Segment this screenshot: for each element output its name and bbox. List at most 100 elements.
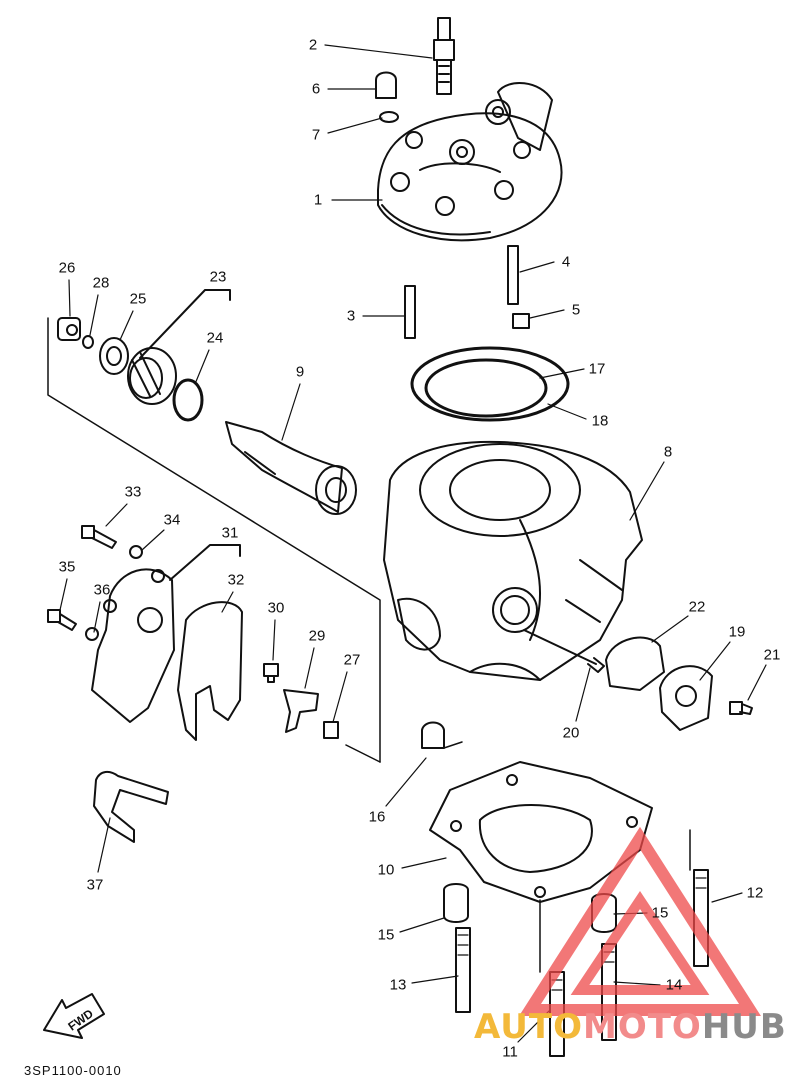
fwd-arrow bbox=[43, 993, 105, 1039]
water-pump-seal bbox=[127, 347, 177, 405]
callout-4: 4 bbox=[561, 253, 571, 271]
leader-line-37 bbox=[97, 817, 111, 873]
stud-4 bbox=[507, 245, 519, 305]
leader-line-5 bbox=[529, 309, 565, 319]
leader-line-15 bbox=[399, 917, 445, 933]
callout-31: 31 bbox=[221, 524, 239, 542]
leader-line-30 bbox=[272, 619, 276, 661]
leader-line-14 bbox=[613, 981, 661, 986]
leader-line-29 bbox=[304, 647, 315, 689]
dowel-15-left bbox=[443, 883, 469, 923]
callout-33: 33 bbox=[124, 483, 142, 501]
callout-22: 22 bbox=[688, 598, 706, 616]
callout-17: 17 bbox=[588, 360, 606, 378]
leader-line-22 bbox=[651, 615, 689, 643]
callout-25: 25 bbox=[129, 290, 147, 308]
callout-29: 29 bbox=[308, 627, 326, 645]
callout-35: 35 bbox=[58, 558, 76, 576]
leader-line-9 bbox=[281, 383, 301, 441]
impeller-shaft bbox=[225, 421, 357, 515]
callout-30: 30 bbox=[267, 599, 285, 617]
leader-line-4 bbox=[519, 261, 555, 273]
callout-36: 36 bbox=[93, 581, 111, 599]
water-pump-cover bbox=[91, 568, 175, 723]
leader-line-26 bbox=[68, 279, 71, 317]
cylinder-block bbox=[383, 440, 643, 681]
leader-line-16 bbox=[385, 757, 427, 807]
callout-19: 19 bbox=[728, 623, 746, 641]
cylinder-head bbox=[377, 81, 563, 242]
callout-20: 20 bbox=[562, 724, 580, 742]
callout-34: 34 bbox=[163, 511, 181, 529]
leader-line-20 bbox=[575, 667, 591, 722]
o-ring-17 bbox=[410, 346, 570, 422]
leader-line-27 bbox=[332, 671, 348, 723]
nut-5 bbox=[512, 313, 530, 329]
callout-27: 27 bbox=[343, 651, 361, 669]
base-gasket bbox=[429, 761, 653, 903]
callout-26: 26 bbox=[58, 259, 76, 277]
bolt-30 bbox=[263, 663, 279, 683]
leader-line-18 bbox=[547, 403, 587, 420]
leader-line-36 bbox=[93, 601, 101, 633]
leader-line-33 bbox=[105, 503, 128, 527]
leader-line-13 bbox=[411, 975, 459, 984]
washer-36 bbox=[85, 627, 99, 641]
callout-5: 5 bbox=[571, 301, 581, 319]
leader-line-19 bbox=[699, 641, 731, 681]
callout-leaders bbox=[59, 44, 767, 1043]
gasket-22 bbox=[605, 636, 665, 691]
leader-line-25 bbox=[119, 310, 134, 341]
leader-line-32 bbox=[221, 591, 234, 613]
callout-23: 23 bbox=[209, 268, 227, 286]
callout-12: 12 bbox=[746, 884, 764, 902]
watermark-text: AUTOMOTOHUB bbox=[474, 1007, 787, 1047]
leader-line-17 bbox=[539, 368, 585, 379]
callout-18: 18 bbox=[591, 412, 609, 430]
leader-line-21 bbox=[747, 664, 767, 701]
callout-15: 15 bbox=[377, 926, 395, 944]
pin-20 bbox=[523, 629, 605, 673]
callout-16: 16 bbox=[368, 808, 386, 826]
automotohub-logo-icon bbox=[519, 826, 761, 1016]
clip-29 bbox=[283, 689, 319, 733]
bolt-21 bbox=[729, 701, 753, 715]
callout-24: 24 bbox=[206, 329, 224, 347]
callout-2: 2 bbox=[308, 36, 318, 54]
spark-plug bbox=[433, 17, 455, 95]
bolt-35 bbox=[47, 609, 77, 631]
collar-26 bbox=[57, 317, 81, 341]
callout-15: 15 bbox=[651, 904, 669, 922]
callout-28: 28 bbox=[92, 274, 110, 292]
callout-3: 3 bbox=[346, 307, 356, 325]
stud-13 bbox=[455, 927, 471, 1013]
cover-gasket bbox=[177, 601, 243, 741]
drain-plug-16 bbox=[421, 721, 445, 749]
callout-37: 37 bbox=[86, 876, 104, 894]
watermark-hub: HUB bbox=[701, 1007, 787, 1047]
nut-27 bbox=[323, 721, 339, 739]
callout-10: 10 bbox=[377, 861, 395, 879]
bolt-33 bbox=[81, 525, 117, 549]
watermark-auto: AUTO bbox=[474, 1007, 583, 1047]
washer-34 bbox=[129, 545, 143, 559]
diagram-part-code: 3SP1100-0010 bbox=[24, 1063, 122, 1078]
leader-line-34 bbox=[141, 529, 165, 551]
bearing-25 bbox=[99, 337, 129, 375]
leader-line-10 bbox=[401, 857, 447, 869]
clamp-37 bbox=[93, 770, 169, 843]
stud-3 bbox=[404, 285, 416, 339]
callout-9: 9 bbox=[295, 363, 305, 381]
cover-19 bbox=[659, 665, 713, 731]
leader-line-7 bbox=[327, 117, 383, 134]
callout-7: 7 bbox=[311, 126, 321, 144]
o-ring-18 bbox=[424, 358, 548, 418]
head-nut bbox=[375, 71, 397, 99]
leader-line-28 bbox=[89, 294, 99, 336]
head-washer bbox=[379, 111, 399, 123]
o-ring-24 bbox=[172, 378, 204, 422]
callout-21: 21 bbox=[763, 646, 781, 664]
leader-line-35 bbox=[59, 578, 68, 611]
callout-8: 8 bbox=[663, 443, 673, 461]
